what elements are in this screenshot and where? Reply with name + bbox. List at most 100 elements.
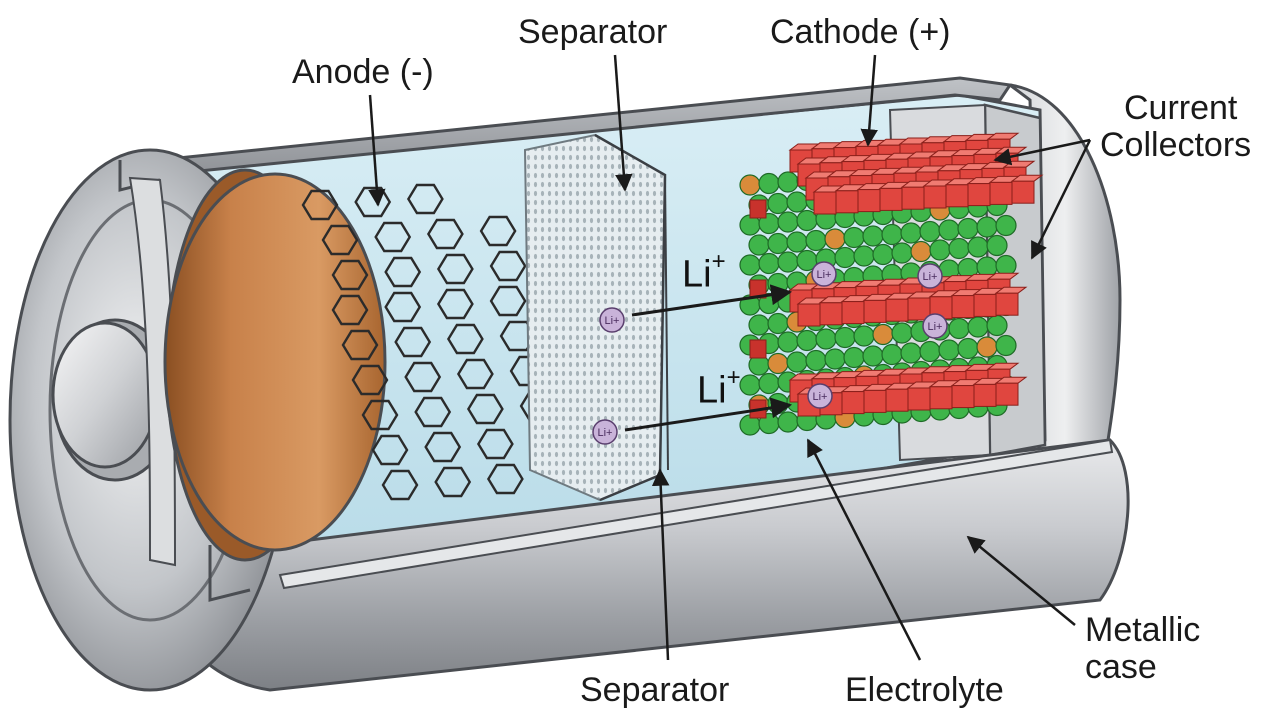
cathode-cube	[863, 389, 887, 413]
cathode-sphere-green	[957, 217, 979, 240]
cathode-cube	[951, 385, 975, 409]
cathode-sphere-green	[767, 392, 789, 415]
graphite-hexagon	[321, 224, 359, 256]
graphite-hexagon	[361, 399, 399, 431]
cathode-sphere-green	[938, 339, 960, 361]
cathode-sphere-green	[900, 342, 922, 364]
graphite-hexagon	[486, 463, 524, 495]
lithium-ion: Li+	[599, 307, 625, 333]
cathode-sphere-green	[824, 348, 846, 370]
separator-sheet	[523, 133, 667, 502]
lithium-ion: Li+	[917, 263, 943, 289]
cathode-sphere-green	[805, 229, 827, 252]
cathode-cube	[813, 191, 837, 215]
cathode-sphere-green	[967, 316, 989, 338]
cathode-sphere-green	[995, 214, 1017, 237]
cathode-sphere-green	[900, 222, 922, 244]
cathode-cube	[841, 391, 865, 415]
ion-flow-label-lower: Li+	[697, 364, 741, 413]
graphite-hexagon	[456, 358, 494, 390]
cathode-sphere-green	[767, 312, 789, 335]
graphite-hexagon	[301, 189, 339, 221]
lithium-ion-sphere	[917, 263, 943, 289]
label-electrolyte: Electrolyte	[845, 671, 1004, 709]
graphite-hexagon	[414, 396, 452, 428]
cathode-sphere-orange	[872, 323, 894, 346]
cathode-sphere-green	[843, 226, 865, 249]
cathode-cube-side	[749, 339, 767, 359]
label-metallic-case-line2: case	[1085, 647, 1157, 686]
lithium-ion-symbol: Li+	[813, 391, 828, 403]
cathode-block	[739, 132, 1044, 436]
label-separator-bottom: Separator	[580, 671, 730, 709]
cathode-sphere-green	[767, 272, 789, 295]
graphite-hexagon	[394, 326, 432, 358]
cathode-cube	[907, 387, 931, 411]
cathode-cube	[885, 298, 909, 322]
cathode-sphere-green	[919, 340, 941, 363]
cathode-sphere-green	[995, 334, 1017, 357]
label-separator-top: Separator	[518, 13, 668, 51]
cathode-sphere-green	[748, 314, 770, 336]
graphite-hexagon	[489, 250, 527, 282]
cathode-sphere-green	[748, 234, 770, 256]
lithium-ion: Li+	[592, 419, 618, 445]
cathode-cube	[797, 303, 821, 327]
graphite-hexagon	[381, 469, 419, 501]
graphite-hexagon	[404, 361, 442, 393]
cathode-sphere-green	[777, 411, 799, 433]
lithium-ion: Li+	[922, 313, 948, 339]
label-current-collectors-line2: Collectors	[1100, 125, 1252, 164]
graphite-hexagon	[371, 434, 409, 466]
cathode-cube	[841, 301, 865, 325]
cathode-sphere-green	[929, 239, 951, 261]
cathode-sphere-green	[853, 325, 875, 347]
cathode-sphere-green	[891, 322, 913, 344]
cathode-sphere-green	[767, 232, 789, 255]
cathode-cube	[901, 186, 925, 210]
graphite-hexagon	[446, 323, 484, 355]
label-metallic-case-line1: Metallic	[1085, 611, 1201, 649]
lithium-ion-sphere	[922, 313, 948, 339]
graphite-hexagon	[479, 215, 517, 247]
label-current-collectors: Current Collectors	[1100, 90, 1275, 163]
cathode-cube	[857, 189, 881, 213]
cathode-sphere-green	[843, 346, 865, 369]
cathode-sphere-orange	[910, 240, 932, 263]
cathode-sphere-green	[739, 374, 761, 396]
cathode-sphere-orange	[824, 228, 846, 250]
ion-flow-label-lower-charge: +	[726, 364, 741, 391]
leader-separator-bottom	[651, 468, 670, 661]
cathode-sphere-green	[881, 223, 903, 246]
cathode-sphere-green	[834, 326, 856, 349]
cathode-sphere-green	[796, 329, 818, 352]
graphite-hexagon	[476, 428, 514, 460]
leader-cathode	[860, 54, 878, 147]
cathode-sphere-green	[758, 252, 780, 275]
graphite-hexagon	[434, 466, 472, 498]
leader-collector-1	[993, 138, 1091, 166]
cathode-sphere-green	[853, 245, 875, 267]
lithium-ion-symbol: Li+	[817, 269, 832, 281]
terminal-cap	[51, 321, 159, 469]
cathode-cube	[879, 187, 903, 211]
cathode-cube	[995, 382, 1019, 406]
cathode-cube	[973, 293, 997, 317]
graphite-hexagon	[384, 291, 422, 323]
cathode-sphere-green	[777, 331, 799, 353]
leader-metallic-case	[966, 535, 1076, 626]
label-anode: Anode (-)	[292, 53, 434, 91]
cathode-sphere-green	[995, 254, 1017, 277]
cathode-sphere-green	[758, 172, 780, 195]
cathode-sphere-green	[948, 237, 970, 260]
graphite-hexagon	[436, 253, 474, 285]
cathode-sphere-green	[758, 372, 780, 395]
cathode-sphere-green	[777, 251, 799, 273]
cathode-cube	[951, 295, 975, 319]
leader-collector-2	[1030, 139, 1092, 260]
lithium-ion: Li+	[807, 383, 833, 409]
leader-electrolyte	[806, 438, 922, 661]
lithium-ion-symbol: Li+	[923, 271, 938, 283]
cathode-sphere-green	[957, 337, 979, 360]
cathode-cube-side	[749, 199, 767, 219]
